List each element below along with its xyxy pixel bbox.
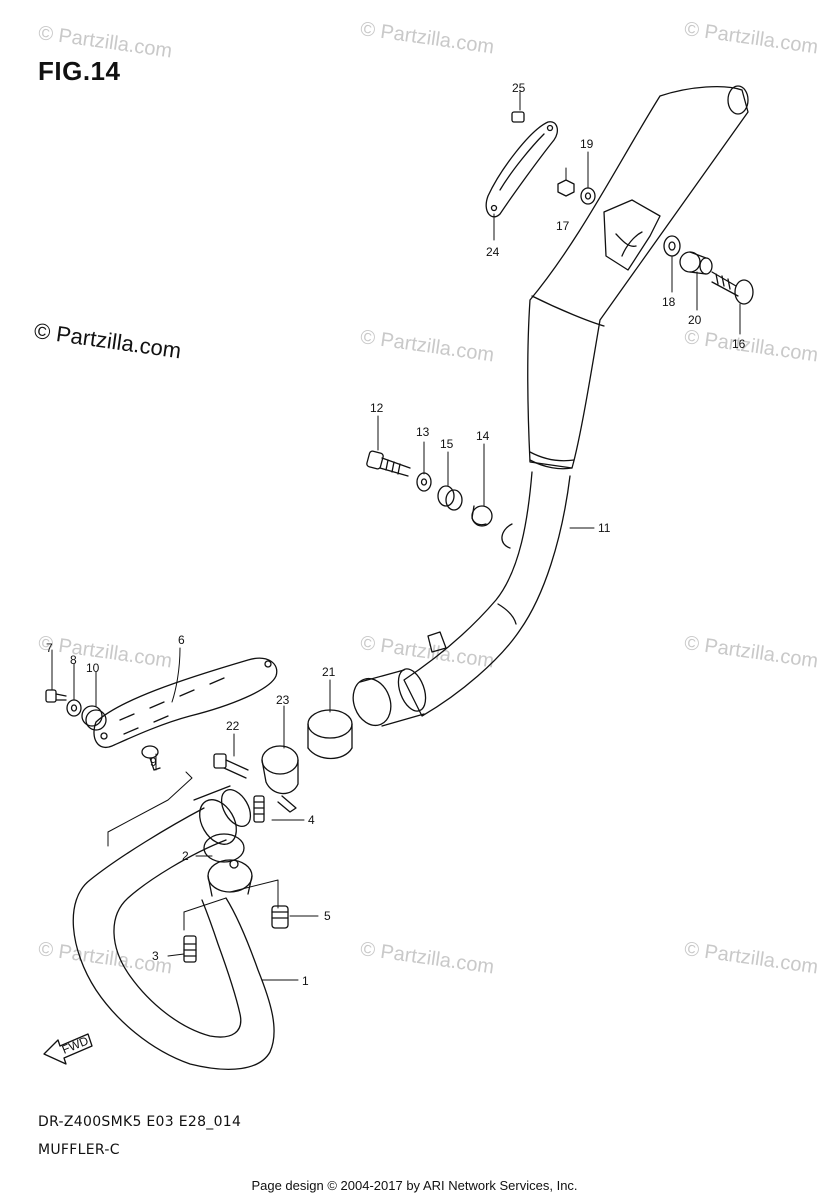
- part-number-15[interactable]: 15: [440, 437, 454, 451]
- bolt-12[interactable]: [366, 450, 411, 477]
- front-exhaust-pipe[interactable]: [72, 785, 275, 1070]
- collar-15[interactable]: [437, 485, 463, 511]
- guide-lines: [51, 91, 741, 981]
- bolt-9[interactable]: [141, 745, 161, 771]
- bolt-7[interactable]: [45, 689, 67, 703]
- exhaust-flange[interactable]: [203, 833, 253, 897]
- part-number-5[interactable]: 5: [324, 909, 331, 923]
- part-number-8[interactable]: 8: [70, 653, 77, 667]
- spacer-20[interactable]: [679, 251, 713, 275]
- bolt-25[interactable]: [511, 111, 525, 123]
- spacer-10[interactable]: [81, 705, 107, 731]
- diagram-name: MUFFLER-C: [38, 1142, 120, 1158]
- heat-shield[interactable]: [93, 657, 278, 748]
- part-number-23[interactable]: 23: [276, 693, 290, 707]
- washer-13[interactable]: [416, 472, 432, 492]
- part-number-16[interactable]: 16: [732, 337, 746, 351]
- part-number-24[interactable]: 24: [486, 245, 500, 259]
- part-number-14[interactable]: 14: [476, 429, 490, 443]
- bolt-3[interactable]: [183, 935, 197, 963]
- muffler-bracket[interactable]: [485, 121, 559, 218]
- part-number-13[interactable]: 13: [416, 425, 430, 439]
- page-footer: Page design © 2004-2017 by ARI Network S…: [251, 1178, 578, 1193]
- washer-19[interactable]: [580, 187, 596, 205]
- nut-17[interactable]: [557, 179, 575, 197]
- part-number-20[interactable]: 20: [688, 313, 702, 327]
- part-number-3[interactable]: 3: [152, 949, 159, 963]
- part-number-6[interactable]: 6: [178, 633, 185, 647]
- nut-5[interactable]: [271, 905, 289, 929]
- part-number-21[interactable]: 21: [322, 665, 336, 679]
- part-number-11[interactable]: 11: [598, 521, 611, 535]
- figure-title: FIG.14: [38, 56, 121, 86]
- pipe-inlet-sleeve[interactable]: [347, 665, 431, 730]
- part-number-7[interactable]: 7: [46, 641, 53, 655]
- diagram-code: DR-Z400SMK5 E03 E28_014: [38, 1114, 242, 1130]
- part-number-12[interactable]: 12: [370, 401, 384, 415]
- bolt-16[interactable]: [711, 271, 754, 305]
- part-number-17[interactable]: 17: [556, 219, 570, 233]
- bolt-14[interactable]: [471, 505, 493, 527]
- part-number-19[interactable]: 19: [580, 137, 594, 151]
- stud-4[interactable]: [253, 795, 265, 823]
- part-number-25[interactable]: 25: [512, 81, 526, 95]
- part-number-2[interactable]: 2: [182, 849, 189, 863]
- part-number-10[interactable]: 10: [86, 661, 100, 675]
- fwd-arrow-icon: [43, 1033, 93, 1065]
- part-number-4[interactable]: 4: [308, 813, 315, 827]
- gasket[interactable]: [307, 709, 353, 760]
- clamp[interactable]: [261, 745, 299, 813]
- part-number-9[interactable]: 9: [150, 755, 157, 769]
- part-number-1[interactable]: 1: [302, 974, 309, 988]
- washer-8[interactable]: [66, 699, 82, 717]
- part-number-22[interactable]: 22: [226, 719, 240, 733]
- washer-18[interactable]: [663, 235, 681, 257]
- muffler-body[interactable]: [527, 85, 749, 470]
- part-number-18[interactable]: 18: [662, 295, 676, 309]
- exhaust-pipe-middle[interactable]: [403, 471, 571, 717]
- bolt-22[interactable]: [213, 753, 249, 779]
